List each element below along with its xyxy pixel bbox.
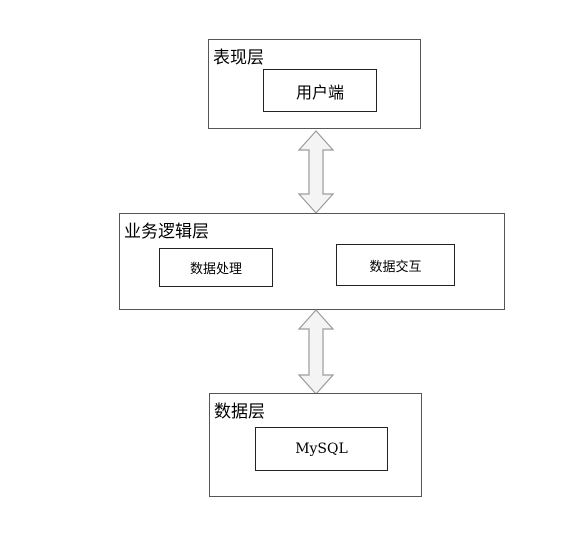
data-processing-box: 数据处理: [159, 248, 273, 287]
presentation-layer-title: 表现层: [213, 48, 264, 68]
client-box: 用户端: [263, 69, 377, 112]
presentation-layer: 表现层: [208, 39, 421, 129]
double-arrow-icon: [297, 309, 335, 395]
business-logic-layer-title: 业务逻辑层: [124, 222, 209, 242]
data-interaction-box: 数据交互: [336, 244, 455, 286]
double-arrow-icon: [297, 130, 335, 214]
data-layer-title: 数据层: [214, 402, 265, 422]
mysql-box: MySQL: [255, 427, 388, 471]
